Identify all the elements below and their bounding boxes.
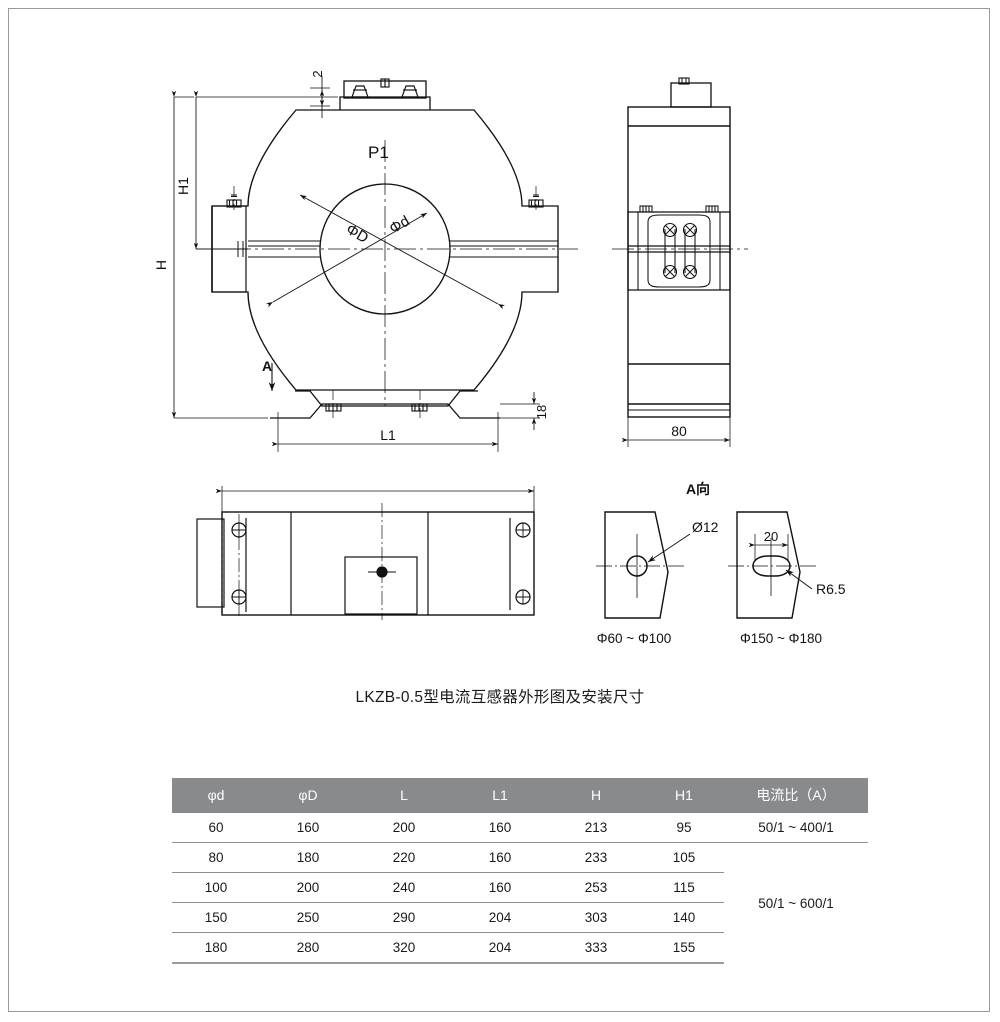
label-dim-h1: H1	[175, 177, 191, 195]
detail-view-right	[728, 511, 816, 619]
label-r65: R6.5	[816, 581, 846, 597]
cell-L: 320	[356, 932, 452, 964]
col-header-ratio: 电流比（A）	[724, 778, 868, 813]
cell-L1: 204	[452, 932, 548, 964]
label-dim-18: 18	[534, 405, 549, 419]
page-border	[8, 8, 990, 1012]
label-dim-2: 2	[310, 70, 325, 77]
col-header-L: L	[356, 778, 452, 813]
cell-phi-d: 60	[172, 813, 260, 843]
cell-H1: 140	[644, 902, 724, 933]
cell-L1: 160	[452, 813, 548, 843]
cell-phi-d: 100	[172, 872, 260, 903]
table-row: 100 200 240 160 253 115	[172, 872, 868, 903]
cell-L1: 160	[452, 872, 548, 903]
figure-caption: LKZB-0.5型电流互感器外形图及安装尺寸	[355, 689, 645, 706]
col-header-H1: H1	[644, 778, 724, 813]
label-phi-D: ΦD	[343, 221, 371, 247]
label-dim-80: 80	[671, 423, 687, 439]
cell-H: 303	[548, 902, 644, 933]
cell-H: 333	[548, 932, 644, 964]
cell-phi-D: 200	[260, 872, 356, 903]
cell-phi-d: 180	[172, 932, 260, 964]
cell-H1: 95	[644, 813, 724, 843]
cell-L: 290	[356, 902, 452, 933]
col-header-phi-D: φD	[260, 778, 356, 813]
cell-L: 220	[356, 842, 452, 873]
label-phi-12: Ø12	[692, 519, 719, 535]
label-dim-h: H	[153, 260, 169, 270]
cell-H1: 105	[644, 842, 724, 873]
table-row: 60 160 200 160 213 95 50/1 ~ 400/1	[172, 813, 868, 843]
table-body: 60 160 200 160 213 95 50/1 ~ 400/1 80 18…	[172, 813, 868, 964]
label-slot-20: 20	[764, 529, 778, 544]
col-header-phi-d: φd	[172, 778, 260, 813]
cell-phi-D: 160	[260, 813, 356, 843]
label-range-left: Φ60 ~ Φ100	[597, 631, 671, 646]
spec-table: φd φD L L1 H H1 电流比（A） 60 160 200 160 21…	[172, 778, 868, 964]
table-row: 80 180 220 160 233 105 50/1 ~ 600/1	[172, 842, 868, 911]
cell-ratio: 50/1 ~ 400/1	[724, 813, 868, 843]
cell-H1: 155	[644, 932, 724, 964]
label-p1: P1	[368, 143, 389, 162]
cell-phi-D: 180	[260, 842, 356, 873]
cell-L: 240	[356, 872, 452, 903]
detail-view-left	[596, 511, 691, 619]
label-detail-title: A向	[686, 481, 710, 497]
front-view	[171, 76, 578, 452]
cell-H: 233	[548, 842, 644, 873]
cell-L1: 160	[452, 842, 548, 873]
cell-H: 253	[548, 872, 644, 903]
cell-phi-D: 250	[260, 902, 356, 933]
table-row: 150 250 290 204 303 140	[172, 902, 868, 933]
drawing-labels: P1 2 H1 H L1 18 A ΦD Φd 80 A向 Ø12 Φ60 ~ …	[153, 70, 846, 646]
plan-view	[196, 486, 535, 620]
label-section-arrow-a: A	[262, 358, 272, 374]
cell-phi-d: 150	[172, 902, 260, 933]
cell-ratio: 50/1 ~ 600/1	[758, 895, 834, 911]
cell-phi-D: 280	[260, 932, 356, 964]
cell-phi-d: 80	[172, 842, 260, 873]
col-header-H: H	[548, 778, 644, 813]
label-range-right: Φ150 ~ Φ180	[740, 631, 822, 646]
col-header-L1: L1	[452, 778, 548, 813]
side-view	[612, 77, 748, 447]
label-dim-l1: L1	[380, 427, 396, 443]
table-header-row: φd φD L L1 H H1 电流比（A）	[172, 778, 868, 813]
cell-H: 213	[548, 813, 644, 843]
cell-L: 200	[356, 813, 452, 843]
cell-H1: 115	[644, 872, 724, 903]
cell-L1: 204	[452, 902, 548, 933]
table-row: 180 280 320 204 333 155	[172, 932, 868, 964]
technical-drawing: P1 2 H1 H L1 18 A ΦD Φd 80 A向 Ø12 Φ60 ~ …	[153, 70, 846, 646]
